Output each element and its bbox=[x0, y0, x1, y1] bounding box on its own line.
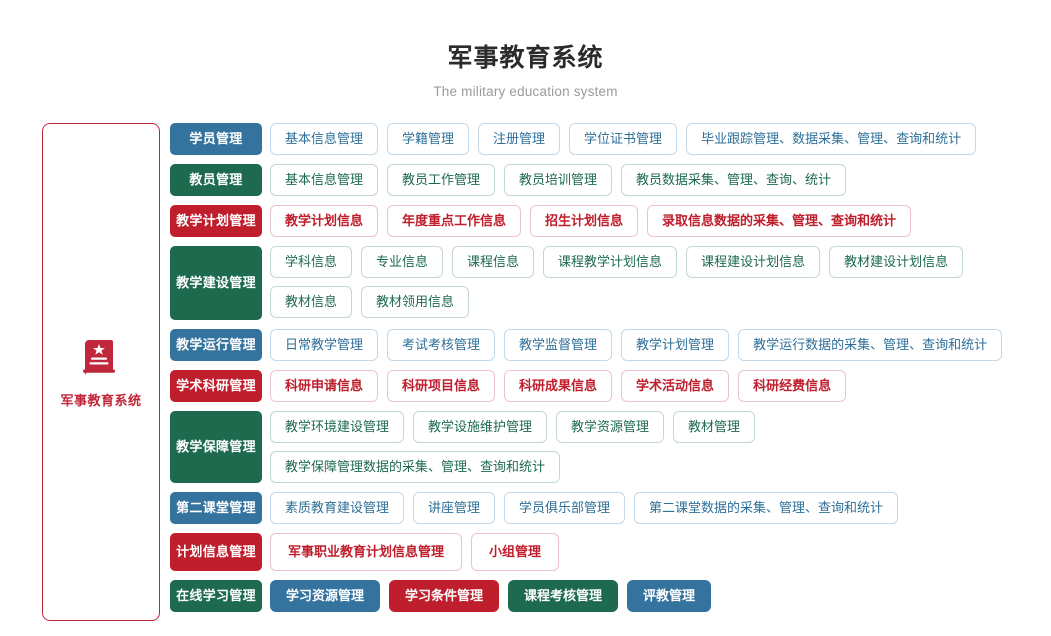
category-items: 学习资源管理学习条件管理课程考核管理评教管理 bbox=[270, 580, 712, 612]
category-row: 教学运行管理日常教学管理考试考核管理教学监督管理教学计划管理教学运行数据的采集、… bbox=[170, 329, 1051, 361]
module-chip[interactable]: 录取信息数据的采集、管理、查询和统计 bbox=[647, 205, 912, 237]
category-row: 学术科研管理科研申请信息科研项目信息科研成果信息学术活动信息科研经费信息 bbox=[170, 370, 1051, 402]
category-label-button[interactable]: 在线学习管理 bbox=[170, 580, 262, 612]
module-chip[interactable]: 科研成果信息 bbox=[504, 370, 613, 402]
category-items: 教学计划信息年度重点工作信息招生计划信息录取信息数据的采集、管理、查询和统计 bbox=[270, 205, 912, 237]
category-items: 素质教育建设管理讲座管理学员俱乐部管理第二课堂数据的采集、管理、查询和统计 bbox=[270, 492, 899, 524]
category-items: 教学环境建设管理教学设施维护管理教学资源管理教材管理教学保障管理数据的采集、管理… bbox=[270, 411, 1051, 483]
module-chip[interactable]: 学术活动信息 bbox=[621, 370, 730, 402]
module-chip[interactable]: 教材信息 bbox=[270, 286, 353, 318]
category-items: 基本信息管理学籍管理注册管理学位证书管理毕业跟踪管理、数据采集、管理、查询和统计 bbox=[270, 123, 977, 155]
category-label-button[interactable]: 教学建设管理 bbox=[170, 246, 262, 320]
category-label-button[interactable]: 教员管理 bbox=[170, 164, 262, 196]
category-row: 教学建设管理学科信息专业信息课程信息课程教学计划信息课程建设计划信息教材建设计划… bbox=[170, 246, 1051, 320]
module-chip[interactable]: 教学运行数据的采集、管理、查询和统计 bbox=[738, 329, 1003, 361]
category-label-button[interactable]: 第二课堂管理 bbox=[170, 492, 262, 524]
category-label-button[interactable]: 教学运行管理 bbox=[170, 329, 262, 361]
module-chip[interactable]: 学习资源管理 bbox=[270, 580, 381, 612]
module-chip[interactable]: 教学计划信息 bbox=[270, 205, 379, 237]
module-chip[interactable]: 第二课堂数据的采集、管理、查询和统计 bbox=[634, 492, 899, 524]
module-chip[interactable]: 军事职业教育计划信息管理 bbox=[270, 533, 463, 571]
diagram-body: 军事教育系统 学员管理基本信息管理学籍管理注册管理学位证书管理毕业跟踪管理、数据… bbox=[0, 99, 1051, 621]
row-list: 学员管理基本信息管理学籍管理注册管理学位证书管理毕业跟踪管理、数据采集、管理、查… bbox=[170, 123, 1051, 621]
module-chip[interactable]: 教学资源管理 bbox=[556, 411, 665, 443]
category-items: 军事职业教育计划信息管理小组管理 bbox=[270, 533, 560, 571]
page-title: 军事教育系统 bbox=[447, 44, 604, 72]
module-chip[interactable]: 科研申请信息 bbox=[270, 370, 379, 402]
module-chip[interactable]: 学位证书管理 bbox=[569, 123, 678, 155]
module-chip[interactable]: 科研项目信息 bbox=[387, 370, 496, 402]
module-chip[interactable]: 年度重点工作信息 bbox=[387, 205, 522, 237]
module-chip[interactable]: 教材管理 bbox=[673, 411, 756, 443]
category-items: 日常教学管理考试考核管理教学监督管理教学计划管理教学运行数据的采集、管理、查询和… bbox=[270, 329, 1003, 361]
module-chip[interactable]: 评教管理 bbox=[627, 580, 712, 612]
module-chip[interactable]: 日常教学管理 bbox=[270, 329, 379, 361]
root-node-label: 军事教育系统 bbox=[60, 393, 142, 408]
module-chip[interactable]: 课程教学计划信息 bbox=[543, 246, 678, 278]
module-chip[interactable]: 讲座管理 bbox=[413, 492, 496, 524]
module-chip[interactable]: 教学环境建设管理 bbox=[270, 411, 405, 443]
module-chip[interactable]: 教员工作管理 bbox=[387, 164, 496, 196]
module-chip[interactable]: 教材领用信息 bbox=[361, 286, 470, 318]
module-chip[interactable]: 课程信息 bbox=[452, 246, 535, 278]
category-items: 学科信息专业信息课程信息课程教学计划信息课程建设计划信息教材建设计划信息教材信息… bbox=[270, 246, 1051, 320]
module-chip[interactable]: 专业信息 bbox=[361, 246, 444, 278]
category-label-button[interactable]: 学员管理 bbox=[170, 123, 262, 155]
module-chip[interactable]: 教学保障管理数据的采集、管理、查询和统计 bbox=[270, 451, 561, 483]
category-items: 科研申请信息科研项目信息科研成果信息学术活动信息科研经费信息 bbox=[270, 370, 847, 402]
module-chip[interactable]: 教学设施维护管理 bbox=[413, 411, 548, 443]
category-row: 在线学习管理学习资源管理学习条件管理课程考核管理评教管理 bbox=[170, 580, 1051, 612]
category-label-button[interactable]: 教学保障管理 bbox=[170, 411, 262, 483]
module-chip[interactable]: 小组管理 bbox=[471, 533, 560, 571]
module-chip[interactable]: 学科信息 bbox=[270, 246, 353, 278]
category-row: 教学计划管理教学计划信息年度重点工作信息招生计划信息录取信息数据的采集、管理、查… bbox=[170, 205, 1051, 237]
module-chip[interactable]: 学籍管理 bbox=[387, 123, 470, 155]
module-chip[interactable]: 基本信息管理 bbox=[270, 123, 379, 155]
module-chip[interactable]: 考试考核管理 bbox=[387, 329, 496, 361]
root-node-military-education-system[interactable]: 军事教育系统 bbox=[42, 123, 160, 621]
category-label-button[interactable]: 教学计划管理 bbox=[170, 205, 262, 237]
category-items: 基本信息管理教员工作管理教员培训管理教员数据采集、管理、查询、统计 bbox=[270, 164, 847, 196]
module-chip[interactable]: 教材建设计划信息 bbox=[829, 246, 964, 278]
module-chip[interactable]: 科研经费信息 bbox=[738, 370, 847, 402]
module-chip[interactable]: 教员数据采集、管理、查询、统计 bbox=[621, 164, 847, 196]
module-chip[interactable]: 基本信息管理 bbox=[270, 164, 379, 196]
module-chip[interactable]: 学习条件管理 bbox=[389, 580, 500, 612]
category-row: 学员管理基本信息管理学籍管理注册管理学位证书管理毕业跟踪管理、数据采集、管理、查… bbox=[170, 123, 1051, 155]
category-label-button[interactable]: 计划信息管理 bbox=[170, 533, 262, 571]
module-chip[interactable]: 学员俱乐部管理 bbox=[504, 492, 626, 524]
page-header: 军事教育系统 The military education system bbox=[0, 0, 1051, 99]
module-chip[interactable]: 课程考核管理 bbox=[508, 580, 619, 612]
module-chip[interactable]: 招生计划信息 bbox=[530, 205, 639, 237]
page-subtitle: The military education system bbox=[433, 84, 618, 99]
category-row: 教员管理基本信息管理教员工作管理教员培训管理教员数据采集、管理、查询、统计 bbox=[170, 164, 1051, 196]
module-chip[interactable]: 毕业跟踪管理、数据采集、管理、查询和统计 bbox=[686, 123, 977, 155]
module-chip[interactable]: 素质教育建设管理 bbox=[270, 492, 405, 524]
module-chip[interactable]: 教学计划管理 bbox=[621, 329, 730, 361]
book-star-icon bbox=[80, 335, 122, 382]
module-chip[interactable]: 注册管理 bbox=[478, 123, 561, 155]
module-chip[interactable]: 教学监督管理 bbox=[504, 329, 613, 361]
category-row: 教学保障管理教学环境建设管理教学设施维护管理教学资源管理教材管理教学保障管理数据… bbox=[170, 411, 1051, 483]
category-row: 计划信息管理军事职业教育计划信息管理小组管理 bbox=[170, 533, 1051, 571]
category-label-button[interactable]: 学术科研管理 bbox=[170, 370, 262, 402]
category-row: 第二课堂管理素质教育建设管理讲座管理学员俱乐部管理第二课堂数据的采集、管理、查询… bbox=[170, 492, 1051, 524]
module-chip[interactable]: 课程建设计划信息 bbox=[686, 246, 821, 278]
module-chip[interactable]: 教员培训管理 bbox=[504, 164, 613, 196]
